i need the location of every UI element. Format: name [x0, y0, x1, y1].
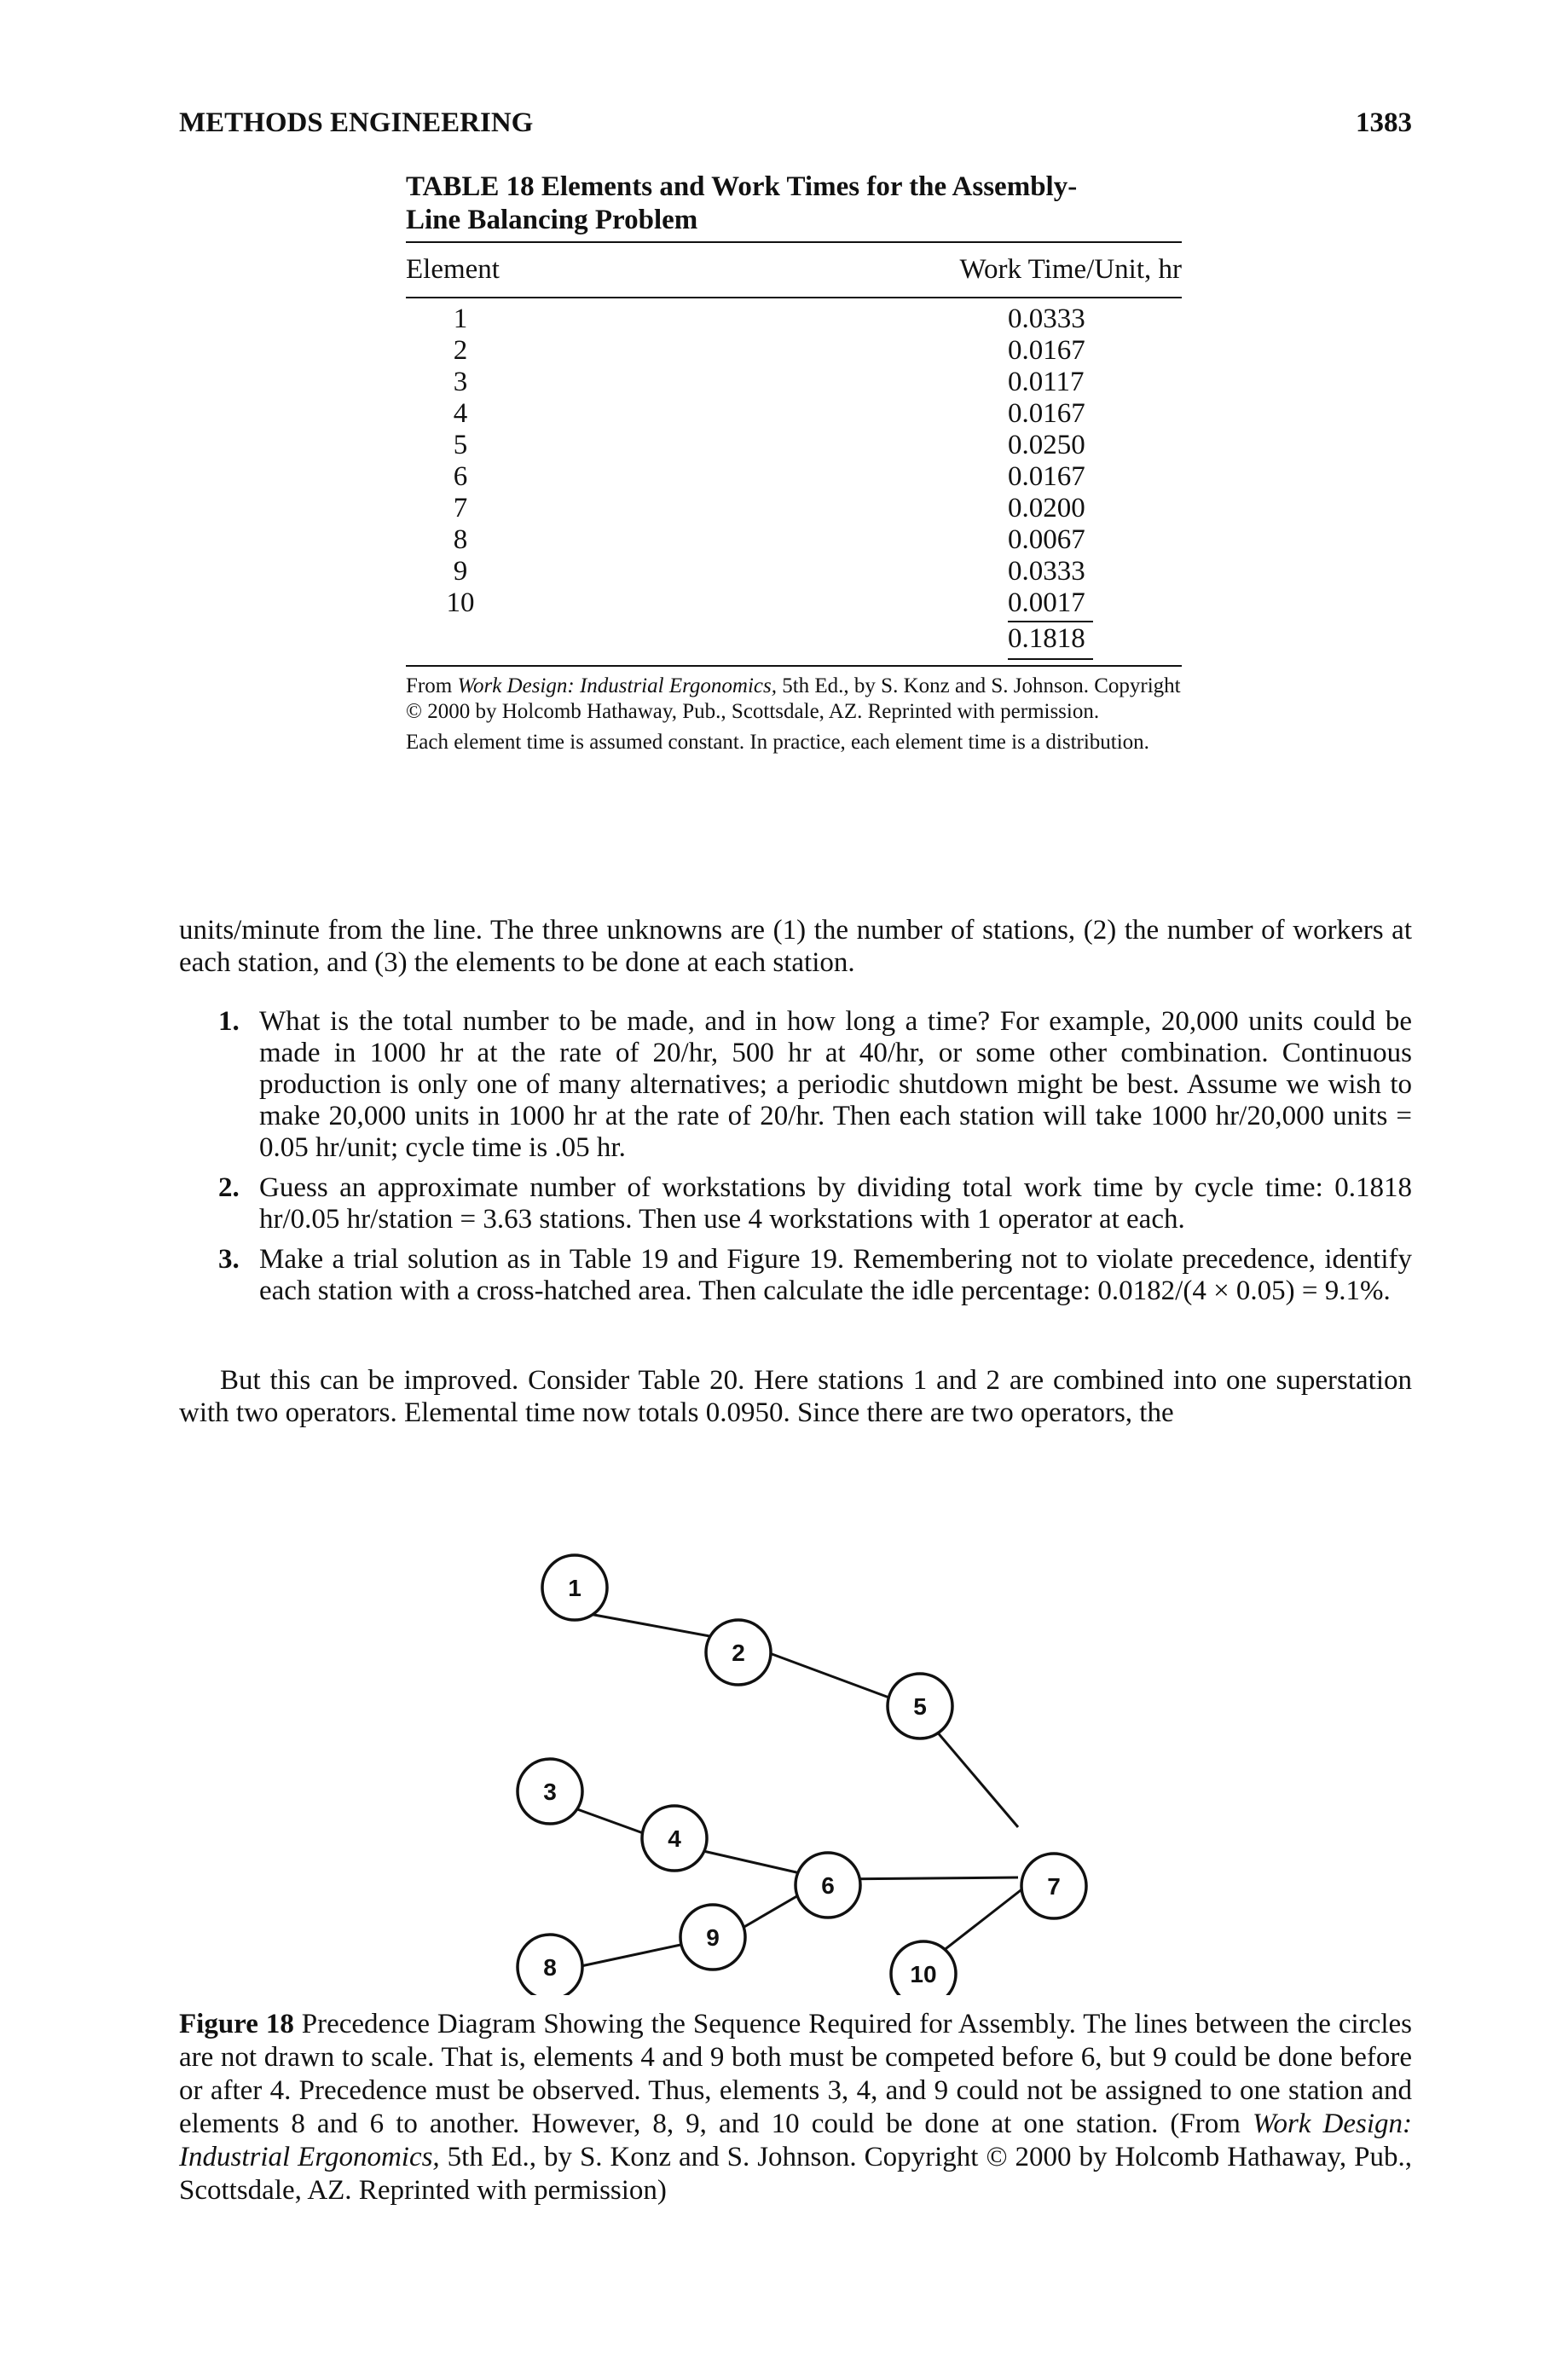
cell-work-time: 0.0167 — [1008, 461, 1085, 492]
diagram-edges — [548, 1610, 1060, 1975]
table-row: 10 — [406, 587, 1182, 619]
sum-rule-under — [1008, 658, 1093, 660]
table-row: 3 — [406, 367, 1182, 398]
table-header: Element Work Time/Unit, hr — [406, 254, 1182, 288]
node-7 — [1020, 1852, 1088, 1920]
cell-element: 3 — [453, 367, 468, 397]
cell-element: 7 — [453, 493, 468, 524]
node-2 — [704, 1618, 772, 1686]
node-label-3: 3 — [543, 1779, 557, 1805]
figure-caption: Figure 18 Precedence Diagram Showing the… — [179, 2008, 1412, 2207]
list-item-text: Guess an approximate number of workstati… — [259, 1172, 1412, 1235]
diagram-nodes — [516, 1553, 1088, 1995]
cell-element: 10 — [446, 587, 475, 618]
source-title: Work Design: Industrial Ergonomics, — [457, 674, 777, 697]
cell-element: 9 — [453, 556, 468, 587]
table-row: 8 — [406, 524, 1182, 556]
node-label-8: 8 — [543, 1954, 557, 1981]
node-6 — [794, 1851, 862, 1919]
cell-work-time: 0.0167 — [1008, 335, 1085, 366]
list-item: 3. Make a trial solution as in Table 19 … — [179, 1244, 1412, 1307]
body-paragraph-2: But this can be improved. Consider Table… — [179, 1365, 1412, 1428]
precedence-diagram: 1 2 3 4 5 6 7 8 9 10 — [477, 1518, 1125, 1995]
cell-work-time: 0.0250 — [1008, 430, 1085, 460]
node-label-4: 4 — [668, 1825, 681, 1852]
node-4 — [640, 1804, 709, 1872]
cell-work-time: 0.0067 — [1008, 524, 1085, 555]
table-row: 9 — [406, 556, 1182, 587]
numbered-list: 1. What is the total number to be made, … — [179, 1006, 1412, 1316]
cell-work-time: 0.0017 — [1008, 587, 1085, 618]
list-item-number: 1. — [218, 1006, 240, 1037]
body-paragraph-1: units/minute from the line. The three un… — [179, 915, 1412, 978]
list-item: 1. What is the total number to be made, … — [179, 1006, 1412, 1164]
figure-caption-text-end: 5th Ed., by S. Konz and S. Johnson. Copy… — [179, 2142, 1412, 2206]
node-label-7: 7 — [1047, 1873, 1061, 1900]
node-label-9: 9 — [706, 1924, 720, 1951]
cell-element: 6 — [453, 461, 468, 492]
node-5 — [886, 1672, 954, 1740]
table-top-rule — [406, 241, 1182, 243]
node-10 — [889, 1940, 958, 1995]
table-source-note: From Work Design: Industrial Ergonomics,… — [406, 674, 1182, 755]
cell-element: 4 — [453, 398, 468, 429]
column-header-element: Element — [406, 254, 500, 285]
node-label-6: 6 — [821, 1872, 835, 1899]
page-number: 1383 — [1356, 107, 1412, 138]
table-caption: TABLE 18 Elements and Work Times for the… — [406, 171, 1182, 237]
table-row: 2 — [406, 335, 1182, 367]
table-total: 0.1818 — [1008, 623, 1085, 654]
table-caption-line2: Line Balancing Problem — [406, 205, 698, 235]
precedence-diagram-svg: 1 2 3 4 5 6 7 8 9 10 — [516, 1553, 1088, 1995]
node-9 — [679, 1903, 747, 1971]
table-row: 4 — [406, 398, 1182, 430]
list-item-number: 2. — [218, 1172, 240, 1203]
table-row: 5 — [406, 430, 1182, 461]
figure-label: Figure 18 — [179, 2009, 294, 2039]
table-caption-line1: TABLE 18 Elements and Work Times for the… — [406, 171, 1078, 202]
figure-source-title: Work Design: Industrial Ergonomics, — [179, 2109, 1412, 2172]
table-row: 6 — [406, 461, 1182, 493]
table-note: Each element time is assumed constant. I… — [406, 731, 1149, 754]
node-label-10: 10 — [910, 1961, 936, 1987]
cell-work-time: 0.0200 — [1008, 493, 1085, 524]
list-item-text: What is the total number to be made, and… — [259, 1006, 1412, 1163]
list-item: 2. Guess an approximate number of workst… — [179, 1172, 1412, 1235]
node-label-1: 1 — [568, 1575, 581, 1601]
table-bottom-rule — [406, 665, 1182, 667]
node-1 — [541, 1553, 609, 1622]
table-source: From Work Design: Industrial Ergonomics,… — [406, 674, 1181, 723]
cell-element: 5 — [453, 430, 468, 460]
cell-element: 8 — [453, 524, 468, 555]
cell-work-time: 0.0333 — [1008, 304, 1085, 334]
cell-element: 1 — [453, 304, 468, 334]
node-label-5: 5 — [913, 1693, 927, 1720]
figure-caption-text: Precedence Diagram Showing the Sequence … — [179, 2009, 1412, 2139]
table-header-rule — [406, 297, 1182, 298]
list-item-text: Make a trial solution as in Table 19 and… — [259, 1244, 1412, 1306]
cell-work-time: 0.0117 — [1008, 367, 1085, 397]
cell-work-time: 0.0333 — [1008, 556, 1085, 587]
cell-work-time: 0.0167 — [1008, 398, 1085, 429]
list-item-number: 3. — [218, 1244, 240, 1275]
table-row: 7 — [406, 493, 1182, 524]
node-label-2: 2 — [732, 1640, 745, 1666]
running-head-title: METHODS ENGINEERING — [179, 107, 534, 138]
node-3 — [516, 1757, 584, 1825]
column-header-work-time: Work Time/Unit, hr — [959, 254, 1182, 285]
sum-rule — [1008, 621, 1093, 622]
cell-element: 2 — [453, 335, 468, 366]
node-8 — [516, 1933, 584, 1995]
table-row: 1 — [406, 304, 1182, 335]
running-head: METHODS ENGINEERING 1383 — [179, 107, 1412, 150]
